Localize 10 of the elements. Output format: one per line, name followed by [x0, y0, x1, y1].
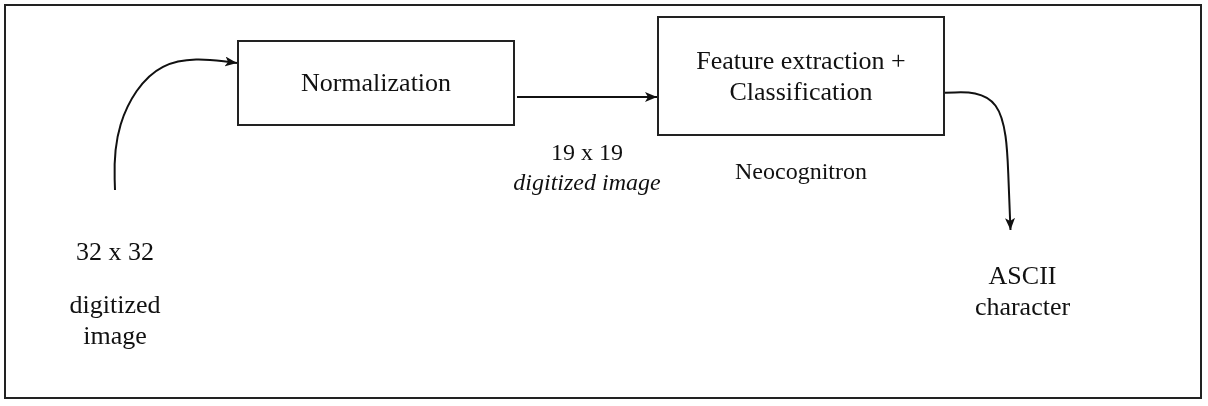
arrow	[516, 92, 658, 102]
process-box	[237, 40, 515, 126]
box-label: Normalization	[300, 67, 452, 99]
arrow	[944, 91, 1015, 231]
text-label: 32 x 32	[76, 236, 154, 268]
text-label: digitized image	[68, 289, 162, 352]
process-box	[657, 16, 945, 136]
arrow	[113, 56, 238, 191]
text-label: ASCII character	[973, 260, 1072, 323]
box-label: Feature extraction + Classification	[695, 44, 907, 108]
